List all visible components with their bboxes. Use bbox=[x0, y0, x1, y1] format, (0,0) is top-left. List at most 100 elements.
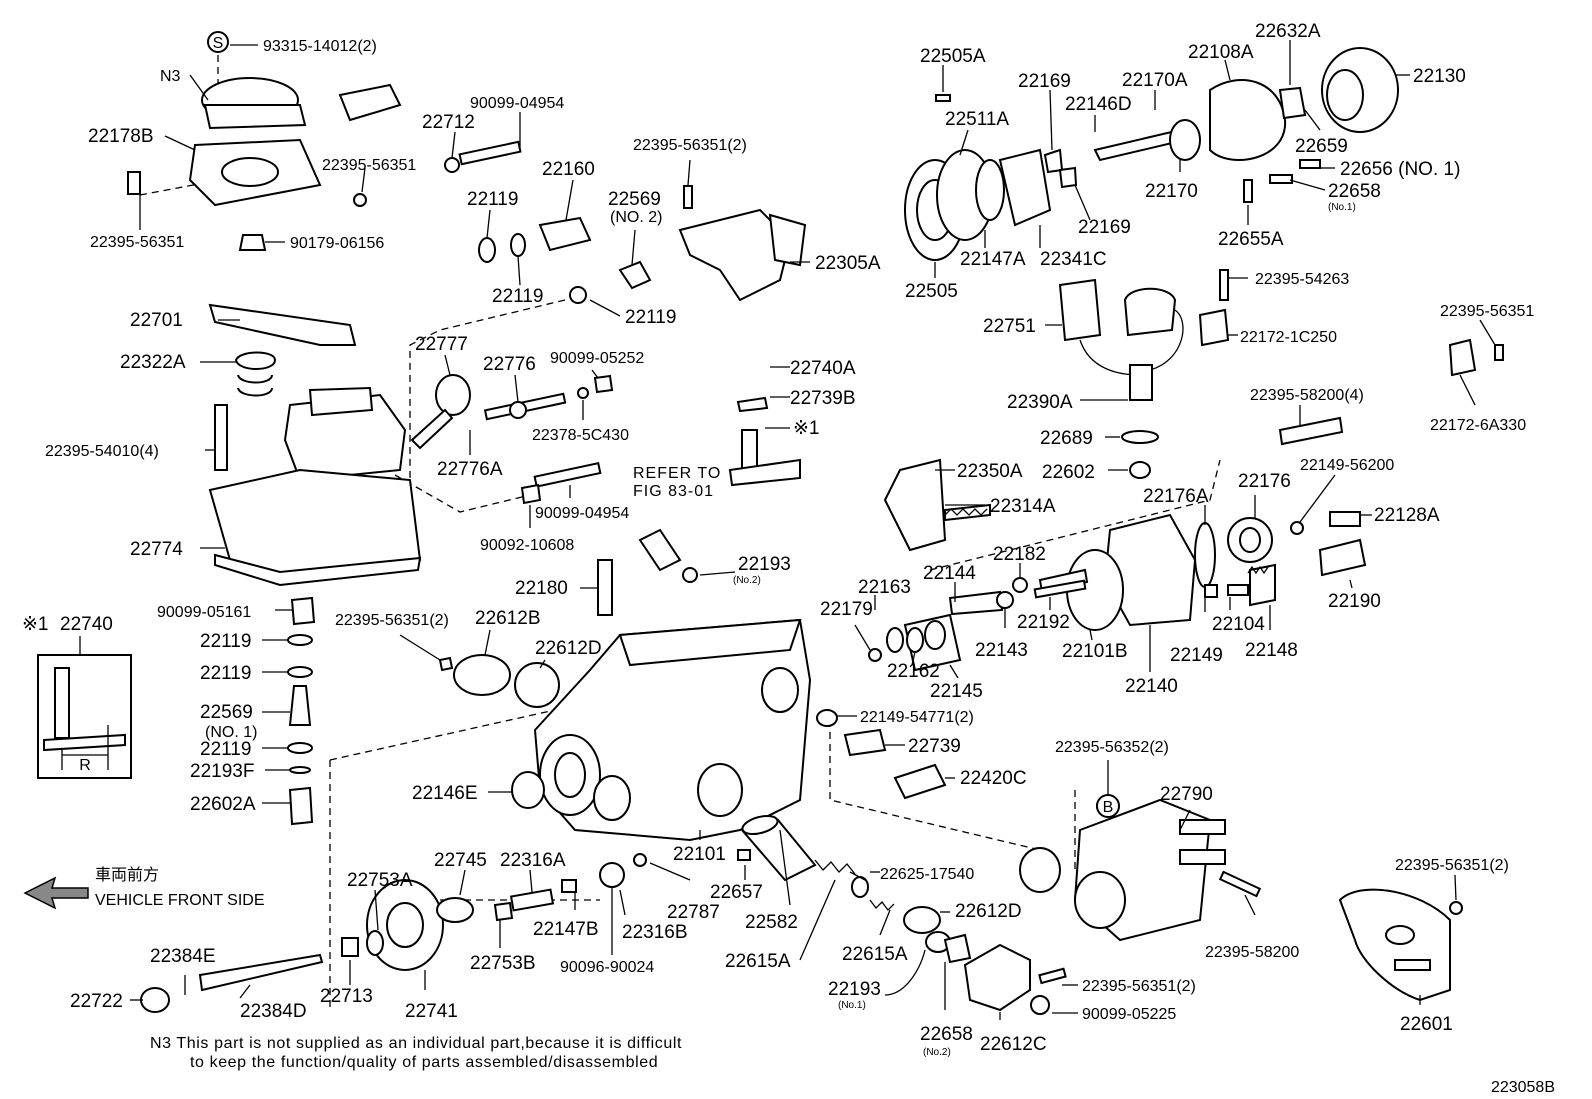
part-label: 22192 bbox=[1017, 612, 1070, 633]
part-label: 22658 bbox=[920, 1024, 973, 1045]
part-label: 22777 bbox=[415, 334, 468, 355]
part-label: 22384E bbox=[150, 946, 216, 967]
part-label: 22395-56352(2) bbox=[1055, 739, 1169, 756]
part-label: 22180 bbox=[515, 578, 568, 599]
part-label: 22384D bbox=[240, 1001, 307, 1022]
part-label: 22712 bbox=[422, 112, 475, 133]
part-label: 22322A bbox=[120, 352, 186, 373]
part-label: 22395-56351 bbox=[90, 234, 184, 251]
note-line1: N3 This part is not supplied as an indiv… bbox=[150, 1035, 682, 1052]
part-label: 22182 bbox=[993, 544, 1046, 565]
part-label: (No.1) bbox=[1328, 202, 1356, 213]
part-label: 22612B bbox=[475, 608, 541, 629]
part-label: (No.1) bbox=[838, 1000, 866, 1011]
part-label: 22119 bbox=[467, 189, 518, 210]
part-label: 22420C bbox=[960, 768, 1027, 789]
part-label: 90092-10608 bbox=[480, 537, 574, 554]
leader-lines bbox=[130, 40, 1496, 1020]
part-label: 22741 bbox=[405, 1001, 458, 1022]
b-symbol-circle bbox=[1096, 794, 1120, 818]
part-label: 22745 bbox=[434, 850, 487, 871]
part-label: 22395-56351 bbox=[1440, 303, 1534, 320]
part-label: 22776A bbox=[437, 459, 503, 480]
part-label: 22130 bbox=[1413, 66, 1466, 87]
part-label: 22395-58200(4) bbox=[1250, 387, 1364, 404]
part-label: 22193F bbox=[190, 761, 254, 782]
part-label: 22176A bbox=[1143, 486, 1209, 507]
part-label: (NO. 1) bbox=[205, 724, 257, 741]
part-label: (No.2) bbox=[733, 575, 761, 586]
inset-box: ※1 22740 R bbox=[22, 614, 132, 779]
part-label: 22395-56351 bbox=[322, 157, 416, 174]
part-label: 22612C bbox=[980, 1034, 1047, 1055]
part-label: 22601 bbox=[1400, 1014, 1453, 1035]
inset-dim-label: R bbox=[79, 757, 91, 774]
part-label: 22170A bbox=[1122, 70, 1188, 91]
part-label: 22104 bbox=[1212, 614, 1265, 635]
part-label: 22193 bbox=[738, 554, 791, 575]
part-label: 22722 bbox=[70, 991, 123, 1012]
part-label: 22632A bbox=[1255, 21, 1321, 42]
part-label: 22378-5C430 bbox=[532, 427, 629, 444]
part-label: 22569 bbox=[200, 702, 253, 723]
part-label: 22148 bbox=[1245, 640, 1298, 661]
part-label: 22625-17540 bbox=[880, 866, 974, 883]
part-label: 22753B bbox=[470, 953, 536, 974]
inset-marker: ※1 bbox=[22, 614, 49, 635]
part-label: 22395-54263 bbox=[1255, 271, 1349, 288]
part-label: 22582 bbox=[745, 912, 798, 933]
part-label: 22790 bbox=[1160, 784, 1213, 805]
diagram-id: 223058B bbox=[1491, 1079, 1555, 1096]
part-label: (No.2) bbox=[923, 1047, 951, 1058]
part-label: 22172-6A330 bbox=[1430, 417, 1526, 434]
part-label: 22739 bbox=[908, 736, 961, 757]
part-label: 22656 (NO. 1) bbox=[1340, 159, 1460, 180]
part-label: 22505A bbox=[920, 46, 986, 67]
part-label: 22753A bbox=[347, 870, 413, 891]
part-label: 22160 bbox=[542, 159, 595, 180]
part-label: 22511A bbox=[945, 109, 1009, 130]
part-label: 22655A bbox=[1218, 229, 1284, 250]
part-label: 90099-04954 bbox=[470, 95, 564, 112]
refer-line2: FIG 83-01 bbox=[633, 483, 714, 500]
part-label: 22751 bbox=[983, 316, 1036, 337]
asterisk-marker: ※1 bbox=[793, 418, 820, 439]
part-label: 22395-58200 bbox=[1205, 944, 1299, 961]
part-label: 22776 bbox=[483, 354, 536, 375]
part-label: 22615A bbox=[842, 944, 908, 965]
left-arrow-icon bbox=[23, 876, 89, 910]
part-label: 22149 bbox=[1170, 645, 1223, 666]
part-label: 22176 bbox=[1238, 471, 1291, 492]
part-label: 22390A bbox=[1007, 392, 1073, 413]
part-label: 93315-14012(2) bbox=[263, 38, 377, 55]
part-label: (NO. 2) bbox=[610, 209, 662, 226]
part-label: 22612D bbox=[955, 901, 1022, 922]
part-label: 22713 bbox=[320, 986, 373, 1007]
part-label: 22149-56200 bbox=[1300, 457, 1394, 474]
note-line2: to keep the function/quality of parts as… bbox=[190, 1054, 658, 1071]
part-label: 22316A bbox=[500, 850, 566, 871]
part-label: 22615A bbox=[725, 951, 791, 972]
part-label: 22316B bbox=[622, 922, 688, 943]
vehicle-front-indicator: 車両前方 VEHICLE FRONT SIDE bbox=[23, 866, 265, 910]
front-arrow-jp: 車両前方 bbox=[95, 866, 159, 884]
part-label: 22657 bbox=[710, 882, 763, 903]
part-label: 22179 bbox=[820, 599, 873, 620]
part-label: 22305A bbox=[815, 253, 881, 274]
part-shapes bbox=[127, 47, 1504, 1015]
s-symbol: S bbox=[213, 35, 224, 52]
part-label: 22143 bbox=[975, 640, 1028, 661]
part-label: 22146D bbox=[1065, 94, 1132, 115]
part-label: 90099-04954 bbox=[535, 505, 629, 522]
part-label: 22128A bbox=[1374, 505, 1440, 526]
part-label: 22505 bbox=[905, 281, 958, 302]
part-labels: 93315-14012(2) N3 22178B 22395-56351 223… bbox=[45, 21, 1534, 1058]
part-label: 22787 bbox=[667, 902, 720, 923]
part-label: 22190 bbox=[1328, 591, 1381, 612]
part-label: 22341C bbox=[1040, 249, 1107, 270]
part-label: 22172-1C250 bbox=[1240, 329, 1337, 346]
part-label: 22144 bbox=[923, 563, 976, 584]
part-label: 22101B bbox=[1062, 641, 1128, 662]
part-label: 22395-56351(2) bbox=[633, 137, 747, 154]
